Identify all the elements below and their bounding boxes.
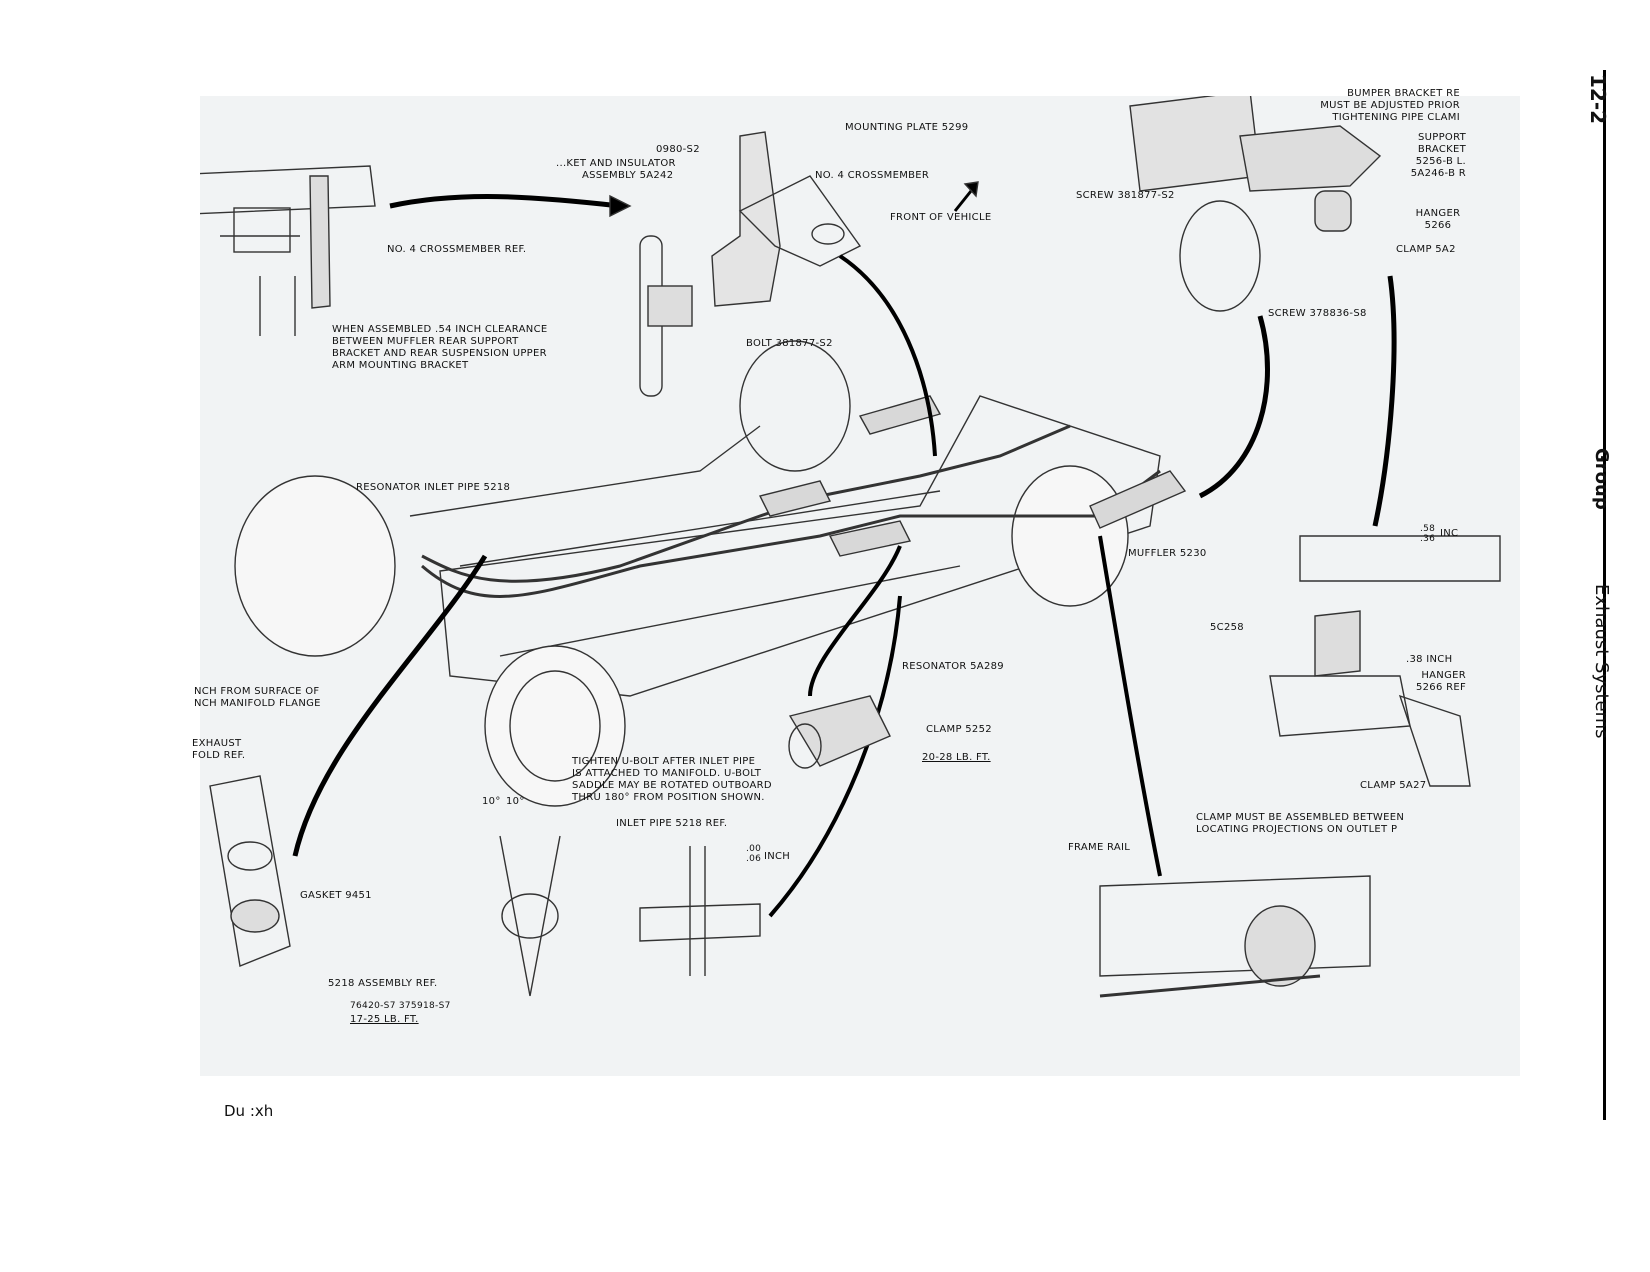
label-crossmember-no4: NO. 4 CROSSMEMBER	[815, 170, 930, 181]
front-wheel-right	[484, 645, 626, 807]
arrow-to-frame	[838, 254, 937, 457]
exhaust-pipe-left	[421, 424, 1071, 583]
hanger-wheel	[1179, 200, 1261, 312]
label-torque-17-25: 17-25 LB. FT.	[350, 1014, 419, 1025]
label-inlet-pipe-ref: INLET PIPE 5218 REF.	[616, 818, 728, 829]
group-label: Group	[1591, 448, 1612, 510]
label-inch: INCH	[764, 851, 791, 862]
label-screw-381877: SCREW 381877-S2	[1076, 190, 1175, 201]
label-torque-20-28: 20-28 LB. FT.	[922, 752, 991, 763]
gasket	[227, 841, 273, 871]
label-mounting-plate: MOUNTING PLATE 5299	[845, 122, 969, 133]
figure-caption: Du :xh	[224, 1102, 274, 1120]
label-screw-378836: SCREW 378836-S8	[1268, 308, 1367, 319]
bracket-detail-right	[1299, 535, 1501, 582]
bumper-bracket	[1129, 96, 1261, 192]
label-dim-00-06: .00.06	[746, 844, 762, 864]
exhaust-system-illustration	[200, 96, 1501, 998]
label-angle-left: 10°	[482, 796, 501, 807]
arrow-to-manifold	[292, 554, 488, 857]
exhaust-pipe-right	[421, 469, 1161, 598]
label-resonator: RESONATOR 5A289	[902, 661, 1004, 672]
label-angle-right: 10°	[506, 796, 525, 807]
page-number: 12-2	[1586, 74, 1610, 125]
section-title: Exhaust Systems	[1591, 584, 1612, 739]
front-wheel-left	[234, 475, 396, 657]
arrow-to-hanger	[1198, 315, 1270, 499]
label-part-numbers-bottom: 76420-S7 375918-S7	[350, 1001, 451, 1011]
label-dim-38-inch: .38 INCH	[1406, 654, 1453, 665]
clamp-detail	[788, 695, 891, 767]
manifold-detail	[209, 775, 291, 967]
arrow-to-clamp	[808, 545, 902, 697]
label-clamp-5252: CLAMP 5252	[926, 724, 992, 735]
label-5218-assembly-ref: 5218 ASSEMBLY REF.	[328, 978, 438, 989]
ubolt-angle	[499, 835, 561, 997]
label-inch-right: INC	[1440, 528, 1459, 539]
label-bolt: BOLT 381877-S2	[746, 338, 833, 349]
rear-wheel-right	[1011, 465, 1129, 607]
crossmember-detail	[200, 165, 376, 215]
label-0980-s2: 0980-S2	[656, 144, 700, 155]
resonator-left	[758, 480, 832, 517]
arrow-to-frame-rail	[1098, 535, 1162, 877]
rear-wheel-left	[739, 340, 851, 472]
label-clamp-5a2: CLAMP 5A2	[1396, 244, 1456, 255]
frame-rail-detail	[1099, 875, 1371, 977]
label-muffler: MUFFLER 5230	[1128, 548, 1207, 559]
label-frame-rail: FRAME RAIL	[1068, 842, 1131, 853]
arrow-to-support	[1372, 275, 1397, 527]
resonator-right	[828, 520, 912, 557]
label-5c258: 5C258	[1210, 622, 1244, 633]
label-gasket: GASKET 9451	[300, 890, 372, 901]
page-edge-rule	[1603, 70, 1606, 1120]
inlet-pipe-detail	[639, 903, 761, 942]
diagram-scan-area: MOUNTING PLATE 5299 0980-S2 ...KET AND I…	[192, 88, 1520, 1076]
insulator-bracket	[711, 131, 781, 307]
arrow-to-bracket	[389, 194, 621, 209]
label-dim-58-36: .58.36	[1420, 524, 1436, 544]
label-front-of-vehicle: FRONT OF VEHICLE	[890, 212, 992, 223]
label-resonator-inlet-pipe: RESONATOR INLET PIPE 5218	[356, 482, 511, 493]
label-clamp-5a27: CLAMP 5A27	[1360, 780, 1427, 791]
muffler-rear	[1089, 470, 1187, 529]
arrow-to-inlet-pipe	[768, 595, 902, 918]
label-crossmember-ref: NO. 4 CROSSMEMBER REF.	[387, 244, 527, 255]
